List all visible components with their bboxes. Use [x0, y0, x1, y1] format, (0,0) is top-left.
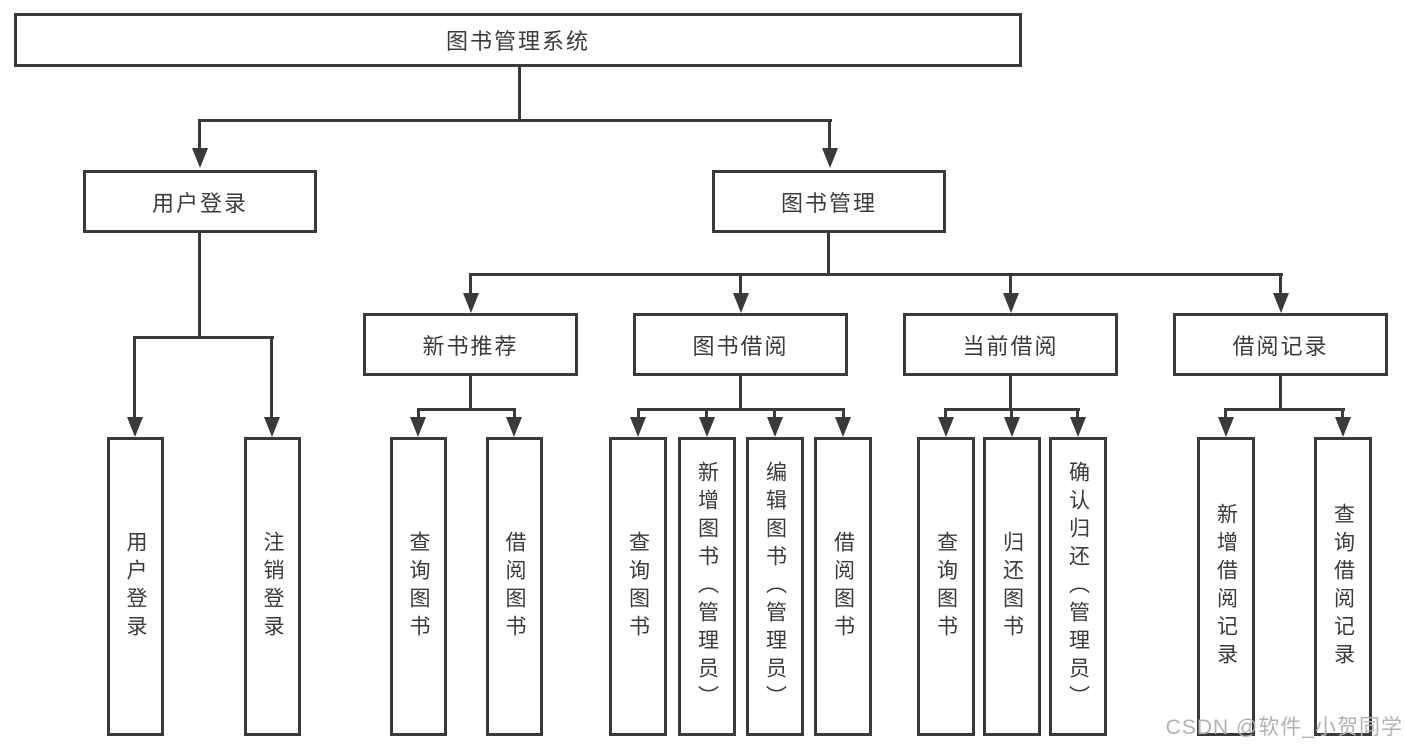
connector-arrow-line — [773, 408, 776, 419]
leaf-newbook-query: 查询图书 — [390, 437, 447, 736]
arrow-down-icon — [127, 417, 143, 437]
leaf-borrowing-edit: 编辑图书（管理员） — [746, 437, 804, 736]
connector-records-hline — [1225, 408, 1345, 411]
watermark: CSDN @软件_小贺同学 — [1165, 716, 1403, 739]
leaf-borrowing-query-label: 查询图书 — [626, 530, 650, 643]
arrow-down-icon — [1004, 417, 1020, 437]
node-borrowing-records: 借阅记录 — [1173, 313, 1388, 376]
node-user-login-label: 用户登录 — [151, 190, 248, 216]
connector-arrow-line — [944, 408, 947, 419]
leaf-newbook-borrow-label: 借阅图书 — [503, 530, 527, 643]
leaf-borrowing-add-label: 新增图书（管理员） — [695, 460, 719, 713]
leaf-records-add: 新增借阅记录 — [1197, 437, 1255, 736]
connector-arrow-line — [1010, 408, 1013, 419]
node-book-borrowing: 图书借阅 — [633, 313, 848, 376]
arrow-down-icon — [1070, 417, 1086, 437]
leaf-newbook-query-label: 查询图书 — [407, 530, 431, 643]
arrow-down-icon — [630, 417, 646, 437]
leaf-borrowing-borrow: 借阅图书 — [814, 437, 872, 736]
node-root: 图书管理系统 — [14, 13, 1022, 67]
arrow-down-icon — [192, 148, 208, 168]
node-book-management: 图书管理 — [712, 170, 946, 233]
arrow-down-icon — [1003, 293, 1019, 313]
connector-arrow-line — [469, 273, 472, 295]
connector-arrow-line — [1009, 273, 1012, 295]
connector-user-login-hline — [134, 336, 274, 339]
connector-arrow-line — [133, 336, 136, 419]
arrow-down-icon — [463, 293, 479, 313]
leaf-borrowing-query: 查询图书 — [609, 437, 667, 736]
connector-records-stub — [1279, 376, 1282, 408]
arrow-down-icon — [1273, 293, 1289, 313]
leaf-borrowing-edit-label: 编辑图书（管理员） — [763, 460, 787, 713]
connector-arrow-line — [270, 336, 273, 419]
leaf-logout-label: 注销登录 — [261, 530, 285, 643]
connector-current-stub — [1009, 376, 1012, 408]
leaf-user-login: 用户登录 — [107, 437, 164, 736]
connector-arrow-line — [417, 408, 420, 419]
connector-arrow-line — [828, 119, 831, 150]
connector-arrow-line — [842, 408, 845, 419]
arrow-down-icon — [767, 417, 783, 437]
leaf-current-return-label: 归还图书 — [1000, 530, 1024, 643]
arrow-down-icon — [835, 417, 851, 437]
leaf-current-query-label: 查询图书 — [934, 530, 958, 643]
leaf-borrowing-add: 新增图书（管理员） — [678, 437, 736, 736]
connector-newbook-stub — [469, 376, 472, 408]
connector-user-login-stub — [198, 233, 201, 336]
node-root-label: 图书管理系统 — [445, 29, 590, 54]
leaf-current-return: 归还图书 — [983, 437, 1041, 736]
leaf-newbook-borrow: 借阅图书 — [486, 437, 543, 736]
leaf-current-confirm-label: 确认归还（管理员） — [1066, 460, 1090, 713]
connector-arrow-line — [513, 408, 516, 419]
connector-arrow-line — [1279, 273, 1282, 295]
arrow-down-icon — [264, 417, 280, 437]
node-borrowing-records-label: 借阅记录 — [1232, 333, 1329, 359]
connector-arrow-line — [739, 273, 742, 295]
connector-borrowing-stub — [739, 376, 742, 408]
connector-level2-hline — [199, 119, 832, 122]
connector-arrow-line — [1341, 408, 1344, 419]
arrow-down-icon — [822, 148, 838, 168]
arrow-down-icon — [506, 417, 522, 437]
node-book-borrowing-label: 图书借阅 — [692, 333, 789, 359]
arrow-down-icon — [938, 417, 954, 437]
node-user-login: 用户登录 — [83, 170, 317, 233]
connector-level3-hline — [470, 273, 1283, 276]
node-current-borrowing-label: 当前借阅 — [962, 333, 1059, 359]
leaf-logout: 注销登录 — [244, 437, 301, 736]
arrow-down-icon — [1335, 417, 1351, 437]
connector-borrowing-hline — [637, 408, 845, 411]
connector-arrow-line — [705, 408, 708, 419]
leaf-user-login-label: 用户登录 — [124, 530, 148, 643]
leaf-records-add-label: 新增借阅记录 — [1214, 502, 1238, 671]
leaf-current-query: 查询图书 — [917, 437, 975, 736]
arrow-down-icon — [1218, 417, 1234, 437]
connector-root-stub — [518, 67, 521, 119]
node-new-book-recommendation: 新书推荐 — [363, 313, 578, 376]
connector-arrow-line — [198, 119, 201, 150]
connector-arrow-line — [1076, 408, 1079, 419]
connector-newbook-hline — [417, 408, 516, 411]
connector-arrow-line — [1224, 408, 1227, 419]
node-book-management-label: 图书管理 — [780, 190, 877, 216]
leaf-current-confirm: 确认归还（管理员） — [1049, 437, 1107, 736]
connector-arrow-line — [637, 408, 640, 419]
node-current-borrowing: 当前借阅 — [903, 313, 1118, 376]
arrow-down-icon — [699, 417, 715, 437]
node-new-book-recommendation-label: 新书推荐 — [422, 333, 519, 359]
leaf-borrowing-borrow-label: 借阅图书 — [831, 530, 855, 643]
connector-book-management-stub — [827, 233, 830, 273]
leaf-records-query: 查询借阅记录 — [1314, 437, 1372, 736]
leaf-records-query-label: 查询借阅记录 — [1331, 502, 1355, 671]
arrow-down-icon — [410, 417, 426, 437]
arrow-down-icon — [733, 293, 749, 313]
